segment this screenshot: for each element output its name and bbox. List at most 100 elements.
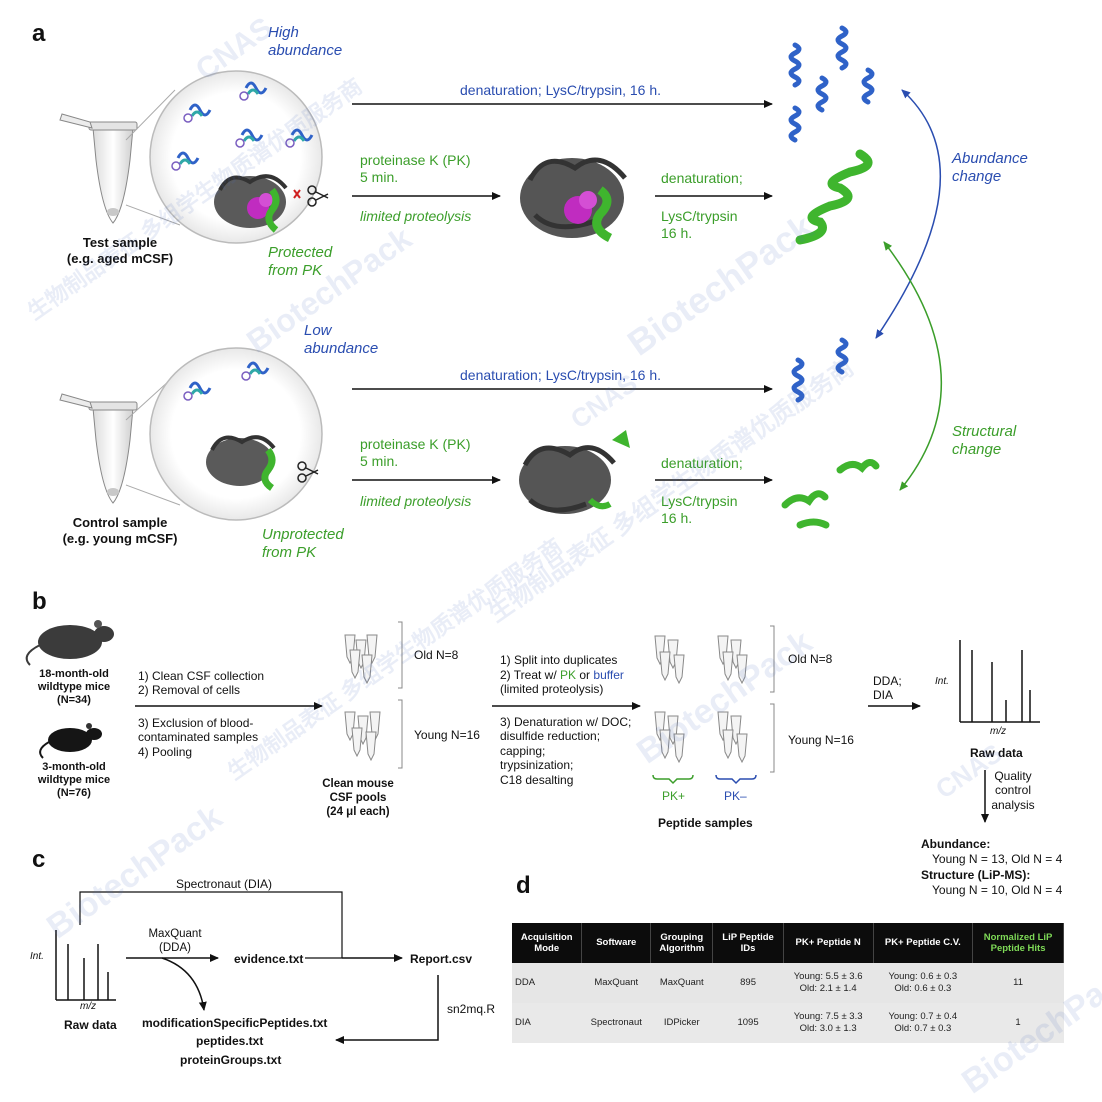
raw-data-label-b: Raw data [970, 746, 1023, 760]
maxquant-label: MaxQuant(DDA) [148, 928, 202, 954]
young-n16-label: Young N=16 [414, 728, 480, 742]
col-header-software: Software [581, 923, 652, 963]
zoom-line [125, 379, 171, 421]
abundance-summary-values: Young N = 13, Old N = 4 [932, 852, 1063, 866]
col-header-n: PK+ Peptide N [783, 923, 874, 963]
pk-plus-brace [652, 774, 694, 785]
pk-label-top: proteinase K (PK)5 min. [360, 152, 471, 185]
evidence-file: evidence.txt [234, 952, 304, 966]
table-row: DIA Spectronaut IDPicker 1095 Young: 7.5… [512, 1003, 1064, 1043]
panel-label-a: a [32, 20, 46, 47]
limited-proteolysis-bottom: limited proteolysis [360, 493, 472, 509]
arrow [161, 957, 207, 1011]
small-protein-icons-top [171, 81, 314, 171]
cell-ids: 1095 [712, 1003, 784, 1043]
protein-groups-file: proteinGroups.txt [180, 1053, 282, 1067]
peptides-file: peptides.txt [196, 1034, 264, 1048]
cell-software: MaxQuant [581, 963, 651, 1003]
scissors-icon [297, 461, 319, 483]
zoom-line [125, 89, 176, 141]
denaturation-steps: 3) Denaturation w/ DOC;disulfide reducti… [500, 715, 632, 787]
csf-pool-tubes-old [344, 634, 378, 685]
spectrum-int-label-c: Int. [30, 951, 44, 962]
pk-plus-label: PK+ [662, 789, 686, 803]
test-tube-icon [59, 113, 138, 224]
spectrum-mz-label-b: m/z [990, 726, 1007, 737]
protein-structure-icon [214, 174, 288, 233]
cell-mode: DDA [512, 963, 582, 1003]
zoom-line [125, 484, 181, 506]
bracket [398, 699, 403, 769]
bracket [398, 621, 403, 689]
cell-hits: 1 [972, 1003, 1064, 1043]
scissors-icon [293, 185, 329, 207]
cell-hits: 11 [972, 963, 1064, 1003]
zoom-line [125, 204, 181, 226]
green-peptide-fragments-bottom [781, 459, 880, 529]
treat-step: 2) Treat w/ PK or buffer(limited proteol… [500, 668, 624, 697]
split-step: 1) Split into duplicates [500, 653, 618, 667]
control-tube-icon [59, 393, 138, 504]
structure-summary-label: Structure (LiP-MS): [921, 868, 1031, 882]
table-row: DDA MaxQuant MaxQuant 895 Young: 5.5 ± 3… [512, 963, 1064, 1003]
csf-pool-tubes-young [344, 711, 381, 762]
pk-minus-brace [715, 774, 757, 785]
abundance-change-arrow [875, 89, 942, 339]
spectronaut-path [79, 891, 343, 958]
peptide-tubes-pk-plus [654, 635, 685, 764]
cell-grouping: IDPicker [650, 1003, 713, 1043]
test-sample-label: Test sample(e.g. aged mCSF) [66, 235, 174, 266]
cell-ids: 895 [712, 963, 784, 1003]
raw-data-spectrum-b [959, 640, 1040, 723]
control-sample-label: Control sample(e.g. young mCSF) [62, 515, 178, 546]
limited-proteolysis-top: limited proteolysis [360, 208, 472, 224]
cell-mode: DIA [512, 1003, 582, 1043]
raw-data-spectrum-c [55, 930, 116, 1001]
spectrum-mz-label-c: m/z [80, 1001, 97, 1012]
mod-peptides-file: modificationSpecificPeptides.txt [142, 1016, 328, 1030]
pk-minus-label: PK– [724, 789, 747, 803]
cell-software: Spectronaut [581, 1003, 651, 1043]
cell-grouping: MaxQuant [650, 963, 713, 1003]
denat-short-top: denaturation; [661, 170, 743, 186]
small-protein-icons-bottom [183, 361, 270, 401]
panel-label-d: d [516, 872, 531, 899]
protein-structure-pk-icon [520, 157, 627, 243]
protein-unfolded-icon [519, 430, 630, 514]
structural-change-arrow [883, 241, 943, 491]
denaturation-label-bottom: denaturation; LysC/trypsin, 16 h. [460, 367, 662, 383]
dda-dia-label: DDA;DIA [873, 674, 902, 703]
pk-label-bottom: proteinase K (PK)5 min. [360, 436, 471, 469]
young-n16-label-2: Young N=16 [788, 733, 854, 747]
bracket [770, 625, 775, 693]
spectronaut-label: Spectronaut (DIA) [176, 877, 273, 891]
old-n8-label-2: Old N=8 [788, 652, 833, 666]
control-sample-zoom-circle [149, 347, 323, 521]
blue-helix-peptides-top [788, 25, 875, 143]
bracket [770, 703, 775, 773]
panel-label-c: c [32, 846, 46, 873]
protein-unbound-icon [206, 435, 276, 491]
denat-short-bottom: denaturation; [661, 455, 743, 471]
abundance-summary-label: Abundance: [921, 837, 991, 851]
report-file: Report.csv [410, 952, 473, 966]
